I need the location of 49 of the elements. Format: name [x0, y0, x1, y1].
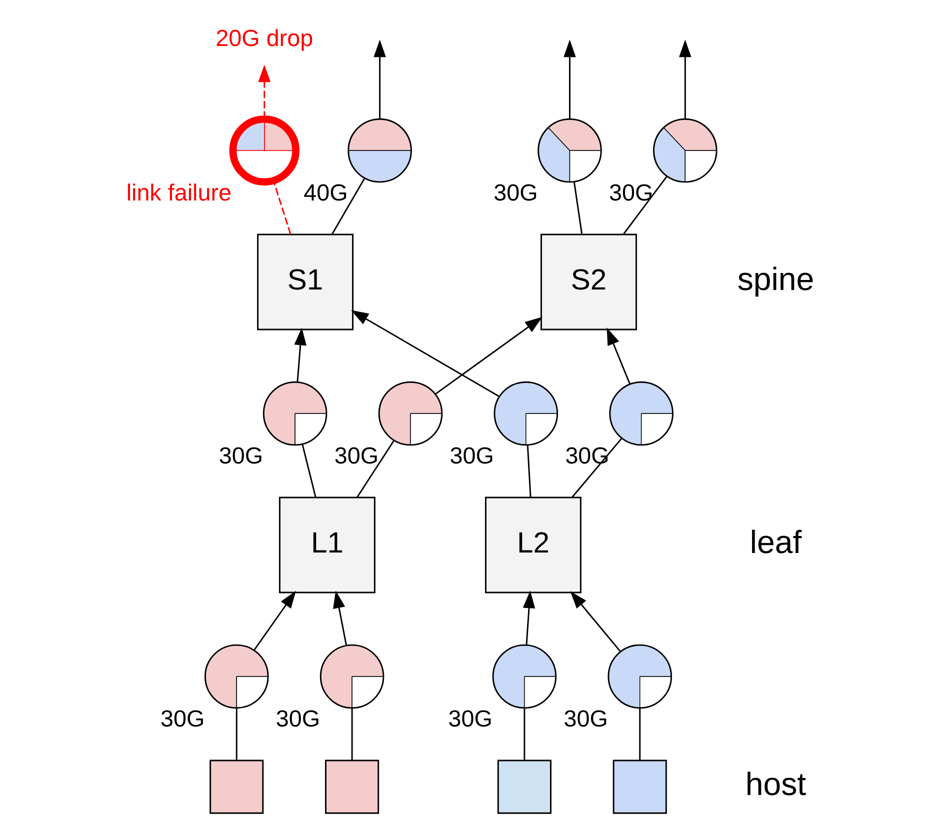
connector — [572, 438, 622, 498]
node-label: 30G — [448, 706, 492, 732]
node-label: 30G — [564, 706, 608, 732]
node-box — [497, 760, 552, 814]
connector — [356, 440, 394, 498]
connector — [622, 176, 668, 235]
node-label: 30G — [334, 442, 378, 469]
node-circle — [229, 115, 300, 186]
connector — [236, 708, 238, 760]
node-label: 30G — [494, 180, 538, 206]
connector — [351, 708, 353, 760]
connector — [332, 178, 366, 234]
arrow — [564, 40, 576, 119]
arrow — [253, 590, 296, 651]
node-box — [325, 760, 380, 814]
connector — [573, 182, 583, 234]
arrow — [522, 590, 536, 645]
label: spine — [737, 261, 814, 298]
arrow — [679, 40, 692, 119]
node-label: 30G — [218, 442, 264, 469]
connector — [302, 444, 316, 498]
node-label: 30G — [276, 706, 320, 732]
arrow — [294, 328, 306, 382]
arrow — [570, 591, 621, 652]
node-label: link failure — [126, 180, 232, 206]
arrow — [350, 310, 500, 398]
node-box — [210, 760, 264, 814]
arrow — [333, 590, 347, 646]
node-text: 20G drop — [216, 24, 314, 51]
node-label: 30G — [565, 442, 610, 469]
node-box: L2 — [485, 496, 582, 594]
connector — [639, 708, 641, 760]
arrow — [258, 64, 271, 119]
arrow — [606, 327, 631, 384]
node-box: S2 — [540, 234, 637, 330]
node-label: 30G — [450, 442, 494, 469]
connector — [524, 708, 526, 760]
node-label: 30G — [609, 180, 654, 206]
arrow — [434, 316, 542, 395]
node-label: 40G — [304, 180, 348, 206]
node-box — [612, 760, 667, 814]
arrow — [374, 40, 386, 119]
connector — [272, 180, 292, 234]
label: host — [745, 766, 806, 802]
node-box: L1 — [278, 496, 376, 594]
label: leaf — [750, 524, 802, 560]
connector — [526, 444, 532, 498]
node-label: 30G — [160, 706, 205, 732]
node-box: S1 — [257, 234, 354, 330]
